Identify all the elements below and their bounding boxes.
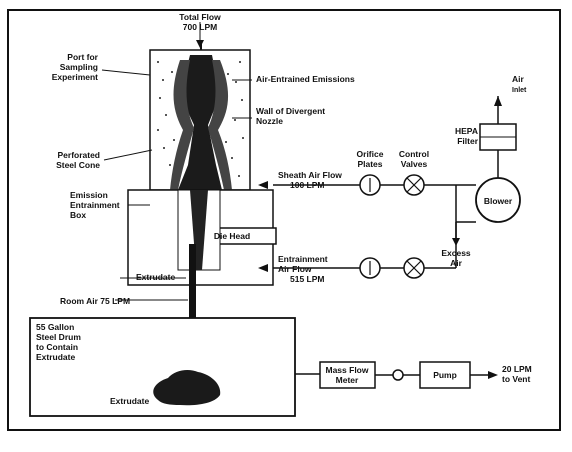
mass-flow-label-2: Meter: [336, 375, 359, 385]
air-entrained-label: Air-Entrained Emissions: [256, 74, 355, 84]
sheath-air-value: 100 LPM: [290, 180, 325, 190]
emission-label-2: Entrainment: [70, 200, 120, 210]
extrudate-strand: [189, 244, 196, 344]
vent-label-1: 20 LPM: [502, 364, 532, 374]
pump-label: Pump: [433, 370, 457, 380]
entrainment-label-1: Entrainment: [278, 254, 328, 264]
drum-label-2: Steel Drum: [36, 332, 81, 342]
emission-entrainment-box: [127, 189, 277, 286]
drum-label-4: Extrudate: [36, 352, 75, 362]
port-label-2: Sampling: [60, 62, 98, 72]
entrainment-label-3: 515 LPM: [290, 274, 325, 284]
perforated-label-2: Steel Cone: [56, 160, 100, 170]
extrudate-label: Extrudate: [136, 272, 175, 282]
room-air-label: Room Air 75 LPM: [60, 296, 130, 306]
control-label-1: Control: [399, 149, 429, 159]
pump: [419, 361, 471, 389]
mass-flow-meter: [319, 361, 376, 389]
emission-label-1: Emission: [70, 190, 108, 200]
valve-icon: [392, 369, 404, 381]
wall-label-1: Wall of Divergent: [256, 106, 325, 116]
orifice-label-1: Orifice: [357, 149, 384, 159]
drum-label-3: to Contain: [36, 342, 78, 352]
blower-label: Blower: [484, 196, 513, 206]
total-flow-label: Total Flow: [179, 12, 221, 22]
total-flow-value: 700 LPM: [183, 22, 218, 32]
port-label-3: Experiment: [52, 72, 98, 82]
diagram-frame: [7, 9, 561, 431]
die-head-label: Die Head: [214, 231, 250, 241]
mass-flow-label-1: Mass Flow: [326, 365, 369, 375]
hepa-label-1: HEPA: [455, 126, 478, 136]
excess-air-label-1: Excess: [441, 248, 471, 258]
air-inlet-label-2: Inlet: [512, 87, 527, 94]
entrainment-label-2: Air Flow: [278, 264, 312, 274]
port-label-1: Port for: [67, 52, 98, 62]
extrudate-pile-label: Extrudate: [110, 396, 149, 406]
vent-label-2: to Vent: [502, 374, 531, 384]
divergent-nozzle: [149, 40, 251, 191]
wall-label-2: Nozzle: [256, 116, 283, 126]
excess-air-label-2: Air: [450, 258, 463, 268]
sheath-air-label: Sheath Air Flow: [278, 170, 342, 180]
drum-label-1: 55 Gallon: [36, 322, 74, 332]
hepa-label-2: Filter: [457, 136, 478, 146]
perforated-label-1: Perforated: [57, 150, 100, 160]
control-label-2: Valves: [401, 159, 428, 169]
orifice-label-2: Plates: [357, 159, 382, 169]
emission-label-3: Box: [70, 210, 86, 220]
air-inlet-label-1: Air: [512, 74, 525, 84]
extrudate-pile: [153, 370, 221, 406]
